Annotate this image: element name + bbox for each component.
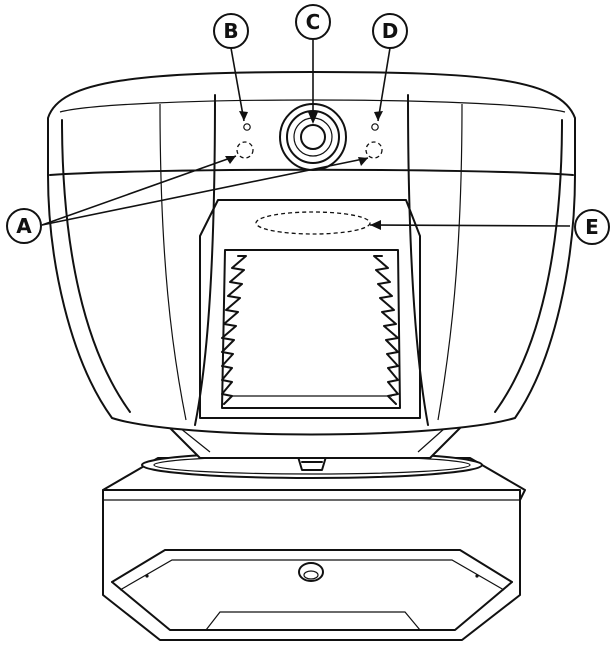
front-window [199,199,421,419]
indicator-b [243,123,251,131]
callout-e: E [574,209,610,245]
callout-d: D [372,13,408,49]
sensor-a-right [365,141,383,159]
callout-b: B [213,13,249,49]
callout-c: C [295,4,331,40]
mount-base [102,449,526,641]
callout-a-label: A [16,214,32,238]
callout-c-label: C [306,10,321,34]
callout-d-label: D [382,19,399,43]
area-e [255,211,371,235]
sensor-a-left [236,141,254,159]
arrowheads [225,111,383,230]
indicator-d [371,123,379,131]
leader-lines [41,40,571,227]
callout-b-label: B [223,19,238,43]
callout-a: A [6,208,42,244]
callout-e-label: E [585,215,599,239]
